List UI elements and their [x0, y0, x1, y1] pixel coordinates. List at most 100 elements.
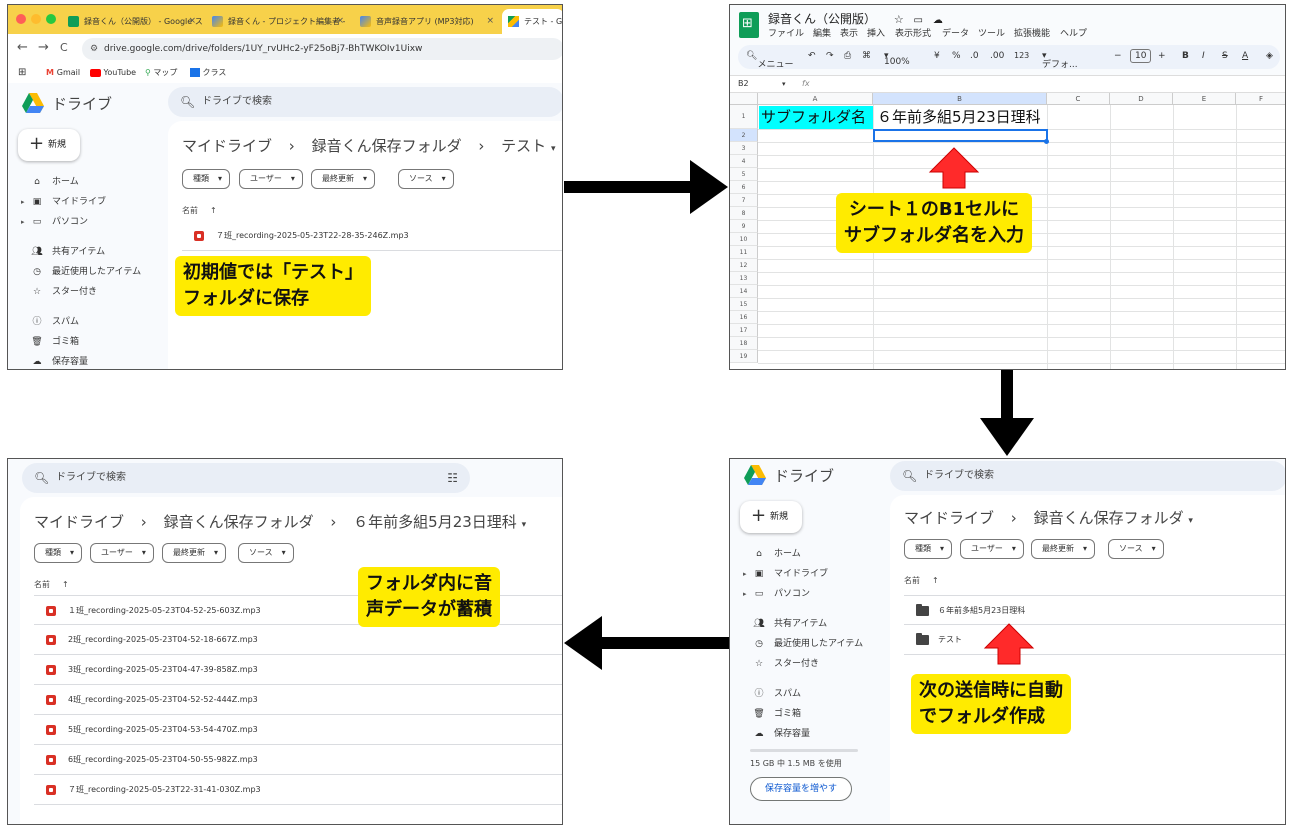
row-header-12[interactable]: 12 [730, 259, 758, 272]
browser-tab-drive-test[interactable]: テスト - Goo [502, 9, 562, 34]
chevron-down-icon[interactable]: ▾ [782, 80, 786, 88]
row-header-2[interactable]: 2 [730, 129, 758, 142]
column-header-c[interactable]: C [1047, 93, 1110, 105]
nav-shared[interactable]: 👥︎共有アイテム [28, 245, 105, 259]
formula-input[interactable] [820, 76, 1280, 92]
new-button[interactable]: + 新規 [740, 501, 802, 533]
breadcrumb-my-drive[interactable]: マイドライブ [182, 137, 273, 155]
breadcrumb-current-folder[interactable]: ６年前多組5月23日理科 [353, 513, 517, 531]
row-header-8[interactable]: 8 [730, 207, 758, 220]
fill-color-icon[interactable]: ◈ [1266, 51, 1273, 61]
move-folder-icon[interactable]: ▭ [913, 15, 923, 26]
breadcrumb-my-drive[interactable]: マイドライブ [904, 509, 995, 527]
row-header-3[interactable]: 3 [730, 142, 758, 155]
row-header-13[interactable]: 13 [730, 272, 758, 285]
folder-row[interactable]: テスト [904, 625, 1285, 655]
menu-format[interactable]: 表示形式 [895, 29, 932, 39]
row-header-6[interactable]: 6 [730, 181, 758, 194]
row-header-17[interactable]: 17 [730, 324, 758, 337]
spreadsheet-title[interactable]: 録音くん（公開版） [768, 12, 877, 26]
row-header-9[interactable]: 9 [730, 220, 758, 233]
column-header-b[interactable]: B [873, 93, 1047, 105]
file-row[interactable]: １班_recording-2025-05-23T04-52-25-603Z.mp… [34, 595, 562, 625]
close-tab-icon[interactable]: × [188, 16, 196, 26]
undo-icon[interactable]: ↶ [808, 51, 816, 61]
browser-tab-recorder-app[interactable]: 音声録音アプリ (MP3対応) × [354, 9, 500, 34]
close-tab-icon[interactable]: × [486, 16, 494, 26]
italic-button[interactable]: I [1202, 51, 1205, 61]
expand-caret-icon[interactable]: ▸ [21, 218, 25, 226]
get-more-storage-button[interactable]: 保存容量を増やす [750, 777, 853, 801]
sort-arrow-icon[interactable]: ↑ [210, 206, 217, 215]
folder-row[interactable]: ６年前多組5月23日理科 [904, 595, 1285, 625]
breadcrumb-save-folder[interactable]: 録音くん保存フォルダ [163, 513, 314, 531]
nav-starred[interactable]: ☆スター付き [750, 657, 819, 671]
column-header-f[interactable]: F [1236, 93, 1285, 105]
nav-home[interactable]: ⌂ホーム [28, 175, 79, 189]
filter-type[interactable]: 種類 [182, 169, 230, 189]
filter-user[interactable]: ユーザー [239, 169, 303, 189]
new-button[interactable]: + 新規 [18, 129, 80, 161]
percent-button[interactable]: % [952, 51, 961, 61]
nav-starred[interactable]: ☆スター付き [28, 285, 97, 299]
font-select[interactable]: デフォ... ▾ [1042, 51, 1078, 70]
font-size-increase[interactable]: + [1158, 51, 1166, 61]
breadcrumb-current-folder[interactable]: 録音くん保存フォルダ [1033, 509, 1184, 527]
breadcrumb-save-folder[interactable]: 録音くん保存フォルダ [311, 137, 462, 155]
star-icon[interactable]: ☆ [893, 13, 904, 26]
expand-caret-icon[interactable]: ▸ [743, 570, 747, 578]
cell-b1[interactable]: ６年前多組5月23日理科 [877, 108, 1041, 126]
column-header-e[interactable]: E [1173, 93, 1236, 105]
nav-computers[interactable]: ▸▭パソコン [743, 587, 810, 601]
menu-tools[interactable]: ツール [978, 29, 1006, 39]
selected-cell-b2[interactable] [873, 129, 1048, 142]
nav-shared[interactable]: 👥︎共有アイテム [750, 617, 827, 631]
zoom-select[interactable]: 100% ▾ [884, 51, 910, 67]
nav-recent[interactable]: ◷最近使用したアイテム [28, 265, 141, 279]
row-header-11[interactable]: 11 [730, 246, 758, 259]
file-row[interactable]: 4班_recording-2025-05-23T04-52-52-444Z.mp… [34, 685, 562, 715]
filter-user[interactable]: ユーザー [90, 543, 154, 563]
menu-view[interactable]: 表示 [840, 29, 859, 39]
row-header-19[interactable]: 19 [730, 350, 758, 363]
menu-edit[interactable]: 編集 [813, 29, 832, 39]
nav-computers[interactable]: ▸▭パソコン [21, 215, 88, 229]
row-header-15[interactable]: 15 [730, 298, 758, 311]
nav-my-drive[interactable]: ▸▣マイドライブ [21, 195, 106, 209]
cloud-status-icon[interactable]: ☁ [932, 15, 943, 26]
print-icon[interactable]: ⎙ [844, 51, 852, 61]
nav-recent[interactable]: ◷最近使用したアイテム [750, 637, 863, 651]
number-format-button[interactable]: 123 [1014, 51, 1030, 60]
chevron-down-icon[interactable]: ▾ [521, 520, 527, 530]
browser-tab-sheets[interactable]: 録音くん（公開版） - Google ス × [62, 9, 202, 34]
filter-source[interactable]: ソース [398, 169, 454, 189]
sort-arrow-icon[interactable]: ↑ [62, 580, 69, 589]
file-row[interactable]: 2班_recording-2025-05-23T04-52-18-667Z.mp… [34, 625, 562, 655]
search-options-icon[interactable]: ☷ [447, 471, 458, 485]
site-info-icon[interactable]: ⚙ [90, 44, 99, 54]
text-color-button[interactable]: A [1242, 51, 1249, 61]
redo-icon[interactable]: ↷ [826, 51, 834, 61]
breadcrumb-current-folder[interactable]: テスト [501, 137, 547, 155]
row-header-10[interactable]: 10 [730, 233, 758, 246]
file-row[interactable]: ７班_recording-2025-05-23T22-28-35-246Z.mp… [182, 221, 562, 251]
filter-type[interactable]: 種類 [34, 543, 82, 563]
column-header-name[interactable]: 名前↑ [182, 205, 217, 216]
filter-modified[interactable]: 最終更新 [1031, 539, 1095, 559]
row-header-1[interactable]: 1 [730, 105, 758, 129]
minimize-window-icon[interactable] [31, 14, 41, 24]
bookmark-youtube[interactable]: YouTube [90, 63, 136, 83]
close-window-icon[interactable] [16, 14, 26, 24]
file-row[interactable]: 3班_recording-2025-05-23T04-47-39-858Z.mp… [34, 655, 562, 685]
chevron-down-icon[interactable]: ▾ [550, 144, 556, 154]
browser-tab-apps-script[interactable]: 録音くん - プロジェクト編集者 - × [206, 9, 350, 34]
chevron-down-icon[interactable]: ▾ [1188, 516, 1193, 526]
column-header-name[interactable]: 名前↑ [34, 579, 69, 590]
filter-source[interactable]: ソース [238, 543, 294, 563]
filter-modified[interactable]: 最終更新 [311, 169, 375, 189]
bookmark-class[interactable]: クラス [190, 63, 226, 83]
search-bar[interactable]: 🔍︎ ドライブで検索 [890, 461, 1285, 491]
nav-home[interactable]: ⌂ホーム [750, 547, 801, 561]
row-header-4[interactable]: 4 [730, 155, 758, 168]
